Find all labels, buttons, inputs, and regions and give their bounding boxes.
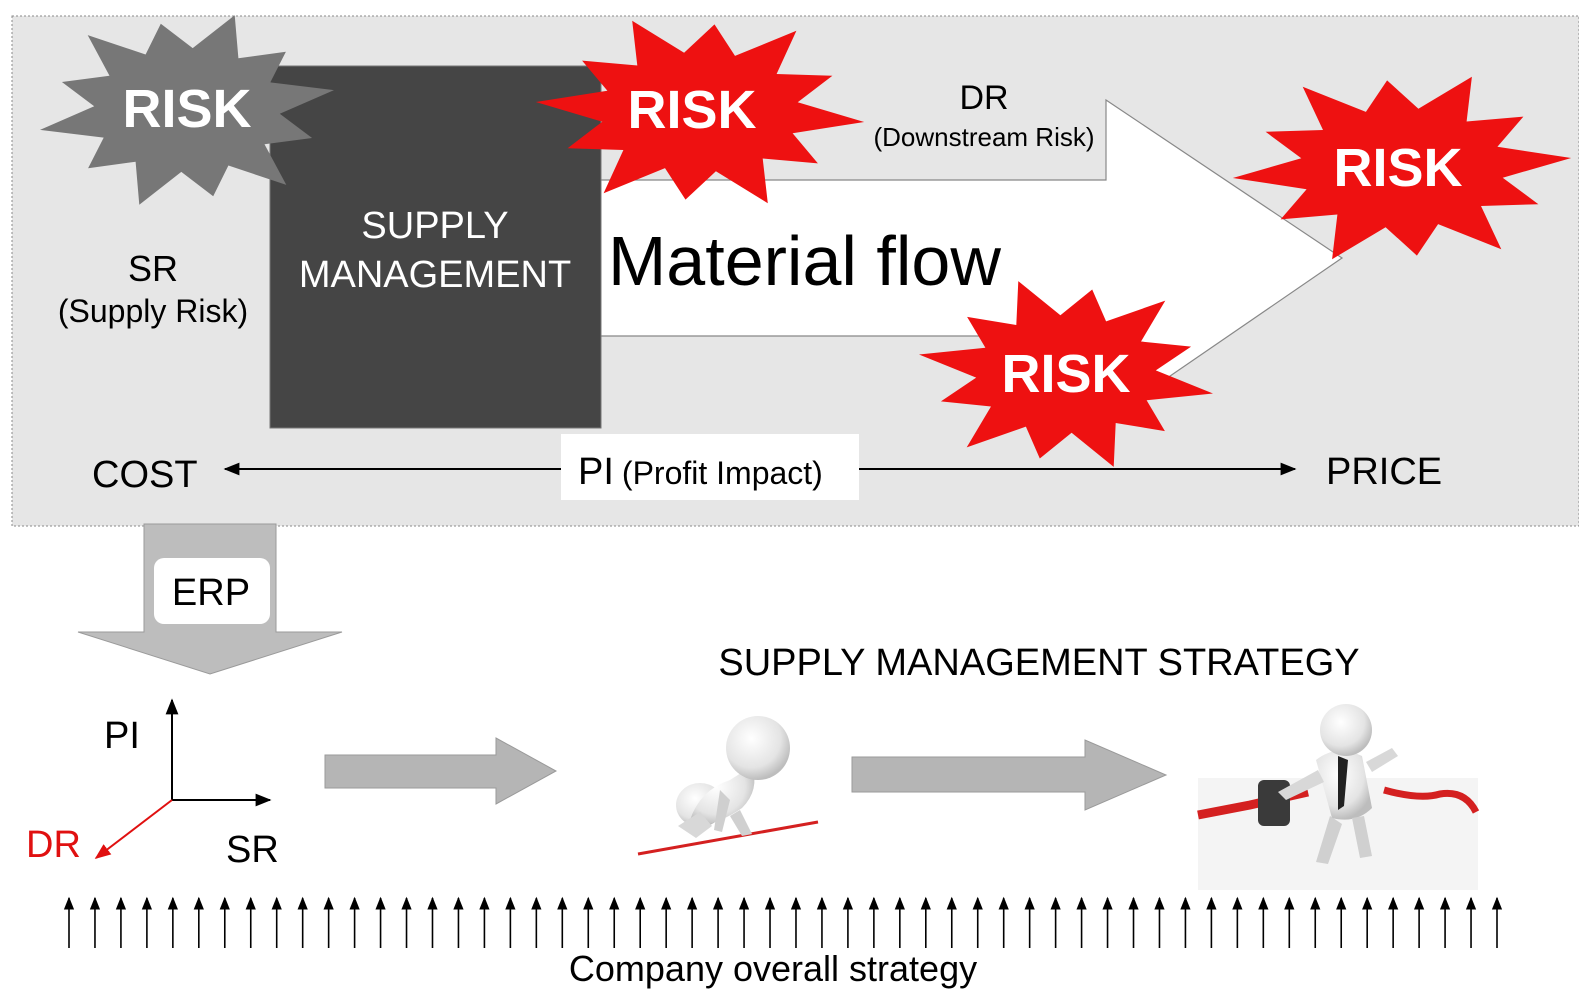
process-arrow-2: [851, 739, 1168, 811]
material-flow-label: Material flow: [608, 222, 1001, 300]
dr-abbr: DR: [959, 79, 1008, 117]
erp-label: ERP: [172, 572, 250, 614]
dr-full: (Downstream Risk): [873, 122, 1094, 152]
supply-management-box: [269, 65, 602, 429]
supply-management-line2: MANAGEMENT: [299, 254, 571, 296]
axis-pi-label: PI: [104, 715, 140, 757]
risk-label-bottom: RISK: [1001, 344, 1130, 404]
erp-box: [154, 558, 270, 624]
company-strategy-label: Company overall strategy: [569, 948, 977, 989]
gray-risk-starburst: [40, 15, 334, 205]
sr-abbr: SR: [128, 248, 178, 289]
price-label: PRICE: [1326, 451, 1442, 493]
supply-management-line1: SUPPLY: [361, 205, 508, 247]
sr-full: (Supply Risk): [58, 293, 248, 329]
cost-label: COST: [92, 454, 198, 496]
axis-sr-label: SR: [226, 829, 279, 871]
strategy-title: SUPPLY MANAGEMENT STRATEGY: [718, 642, 1359, 684]
risk-label-right: RISK: [1333, 138, 1462, 198]
red-risk-starburst-right: [1232, 76, 1572, 260]
risk-label-gray: RISK: [122, 79, 251, 139]
axis-dr-label: DR: [26, 824, 81, 866]
dr-axis: [94, 799, 173, 859]
process-arrow-1: [324, 737, 558, 805]
red-risk-starburst-top: [535, 20, 865, 204]
profit-impact-label: PI(Profit Impact): [578, 451, 823, 493]
risk-label-top: RISK: [627, 80, 756, 140]
red-risk-starburst-bottom: [919, 281, 1213, 467]
profit-impact-box: [561, 434, 859, 500]
figure-finish-line: [1197, 704, 1480, 890]
figure-starting-block: [637, 716, 819, 856]
company-strategy-arrows: [63, 896, 1503, 948]
